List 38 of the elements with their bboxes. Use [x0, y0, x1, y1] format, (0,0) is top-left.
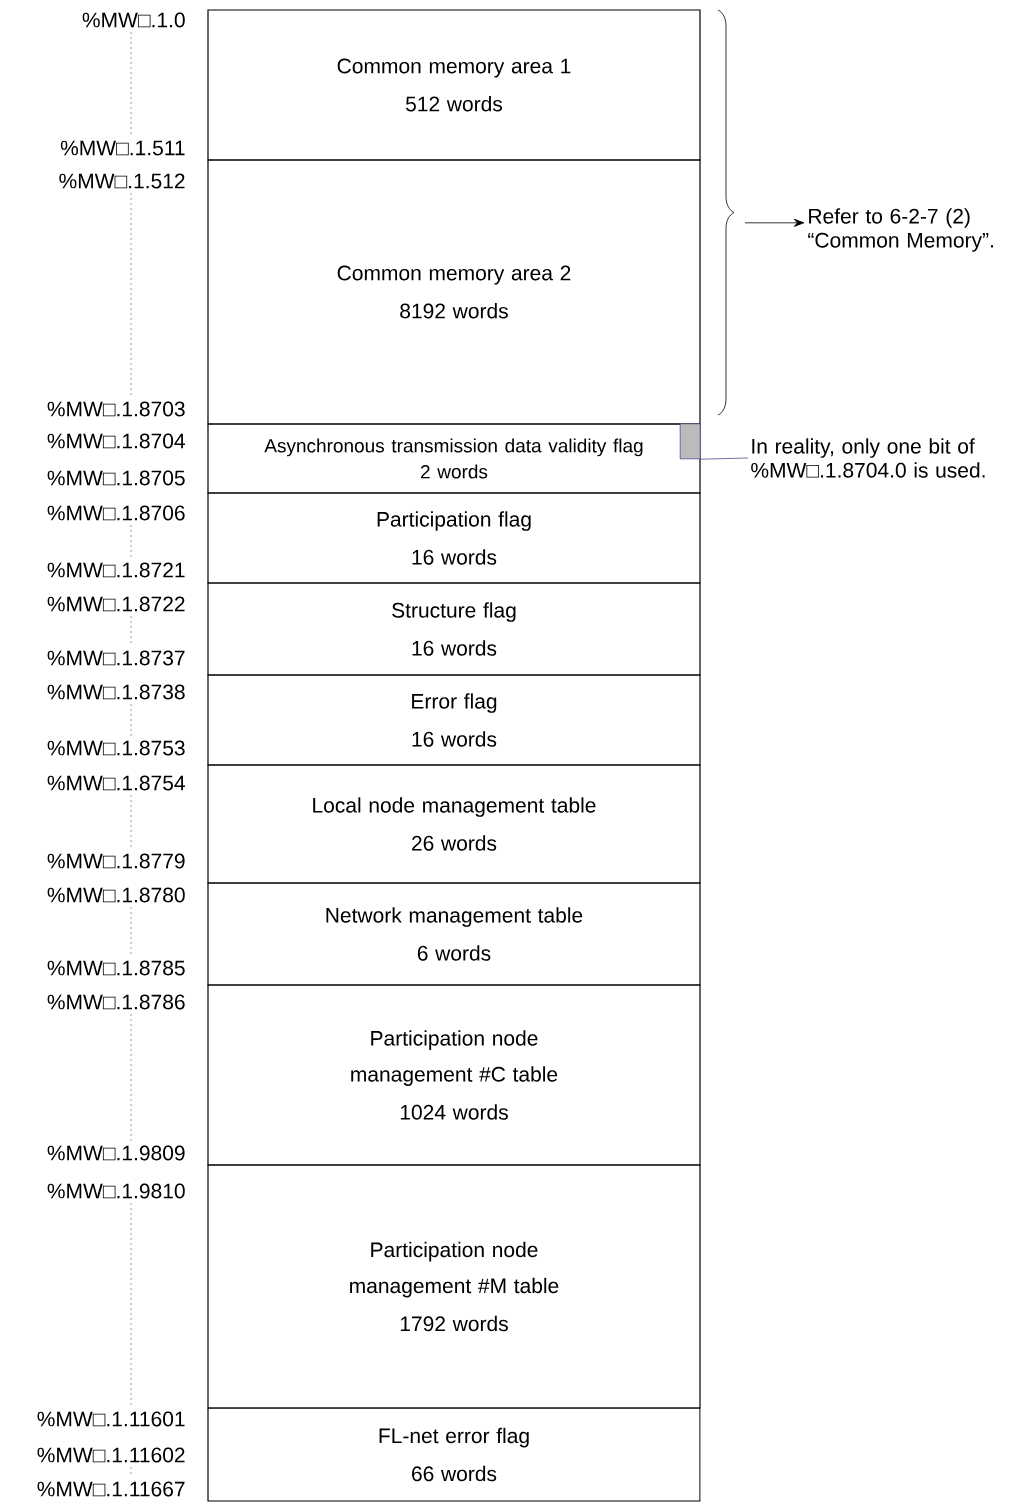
leader-line — [700, 457, 749, 460]
memory-area-box: Common memory area 1 512 words — [207, 9, 701, 161]
address-label: %MW□.1.8706 — [47, 505, 185, 521]
address-label: %MW□.1.8779 — [47, 853, 185, 869]
memory-area-box: Asynchronous transmission data validity flag 2 words — [207, 423, 701, 494]
address-label: %MW□.1.9810 — [47, 1183, 185, 1199]
address-label: %MW□.1.8722 — [47, 596, 185, 612]
note-text: Refer to 6-2-7 (2) “Common Memory”. — [808, 208, 993, 252]
memory-area-box: Participation flag 16 words — [207, 492, 701, 584]
address-label: %MW□.1.8780 — [47, 887, 185, 903]
address-label: %MW□.1.8703 — [47, 401, 185, 417]
memory-area-box: Network management table 6 words — [207, 882, 701, 986]
address-label: %MW□.1.0 — [82, 12, 185, 28]
address-label: %MW□.1.8721 — [47, 562, 185, 578]
address-label: %MW□.1.8754 — [47, 775, 185, 791]
address-label: %MW□.1.11667 — [37, 1481, 185, 1497]
address-label: %MW□.1.511 — [60, 140, 185, 156]
memory-area-box: FL-net error flag 66 words — [207, 1407, 701, 1502]
address-label: %MW□.1.11601 — [37, 1411, 185, 1427]
memory-area-box: Error flag 16 words — [207, 674, 701, 766]
arrow — [744, 218, 805, 227]
memory-area-box: Participation node management #C table 1024 words — [207, 984, 701, 1166]
memory-area-box: Local node management table 26 words — [207, 764, 701, 884]
address-label: %MW□.1.8785 — [47, 960, 185, 976]
note-text: In reality, only one bit of %MW□.1.8704.0 is used. — [751, 438, 985, 478]
address-label: %MW□.1.512 — [59, 173, 185, 189]
flag-bit-box — [679, 423, 701, 460]
address-label: %MW□.1.8786 — [47, 994, 185, 1010]
address-label: %MW□.1.11602 — [37, 1447, 185, 1463]
address-label: %MW□.1.8705 — [47, 470, 185, 486]
address-label: %MW□.1.9809 — [47, 1145, 185, 1161]
address-label: %MW□.1.8753 — [47, 740, 185, 756]
address-label: %MW□.1.8737 — [47, 650, 185, 666]
memory-area-box: Participation node management #M table 1792 words — [207, 1164, 701, 1409]
address-label: %MW□.1.8738 — [47, 684, 185, 700]
memory-area-box: Common memory area 2 8192 words — [207, 159, 701, 425]
address-label: %MW□.1.8704 — [47, 433, 185, 449]
memory-area-box: Structure flag 16 words — [207, 582, 701, 676]
